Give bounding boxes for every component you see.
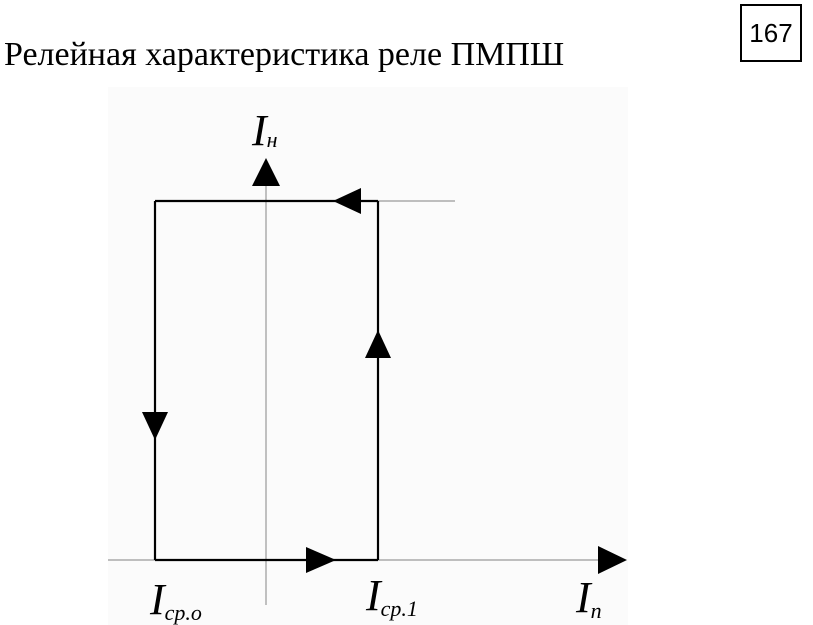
threshold-right-label-sub: ср.1 [381, 596, 418, 621]
x-axis-arrowhead [598, 546, 627, 574]
slide-title: Релейная характеристика реле ПМПШ [4, 36, 565, 73]
loop-arrow-up [365, 330, 391, 358]
threshold-right-label-main: I [365, 571, 383, 620]
x-axis-label-main: I [575, 573, 593, 622]
x-axis-label-sub: п [591, 598, 602, 623]
threshold-right-label: Iср.1 [365, 571, 418, 621]
x-axis-label: Iп [575, 573, 602, 623]
threshold-left-label-main: I [149, 575, 167, 624]
threshold-left-label: Iср.о [149, 575, 202, 625]
y-axis-label-sub: н [267, 127, 278, 152]
threshold-left-label-sub: ср.о [165, 600, 202, 625]
y-axis-arrowhead [252, 158, 280, 186]
y-axis-label: Iн [251, 106, 278, 155]
loop-arrow-right [306, 547, 336, 573]
loop-arrow-left [333, 188, 361, 214]
y-axis-label-main: I [251, 106, 269, 155]
page-number-box: 167 [740, 4, 802, 62]
loop-arrow-down [142, 412, 168, 440]
